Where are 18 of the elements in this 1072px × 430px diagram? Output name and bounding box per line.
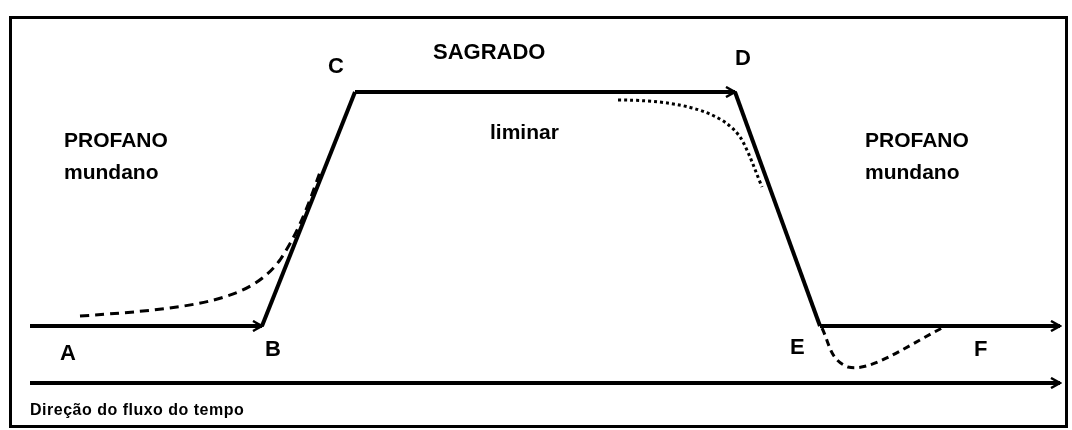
arrow xyxy=(820,319,1062,333)
axis-caption: Direção do fluxo do tempo xyxy=(30,400,245,420)
point-letter: F xyxy=(960,327,1060,365)
section-subheading: mundano xyxy=(865,160,960,184)
line xyxy=(733,91,822,327)
point-letter: C xyxy=(328,54,355,92)
section-subheading: liminar xyxy=(490,120,559,144)
line xyxy=(260,91,357,327)
point-letter: A xyxy=(30,327,90,367)
section-heading: PROFANO xyxy=(64,128,168,152)
section-heading: SAGRADO xyxy=(433,40,546,64)
point-letter: D xyxy=(735,46,761,92)
point-letter: B xyxy=(262,327,292,365)
section-subheading: mundano xyxy=(64,160,159,184)
arrow xyxy=(30,319,264,333)
section-heading: PROFANO xyxy=(865,128,969,152)
point-letter: E xyxy=(790,327,820,365)
arrow xyxy=(355,85,737,99)
